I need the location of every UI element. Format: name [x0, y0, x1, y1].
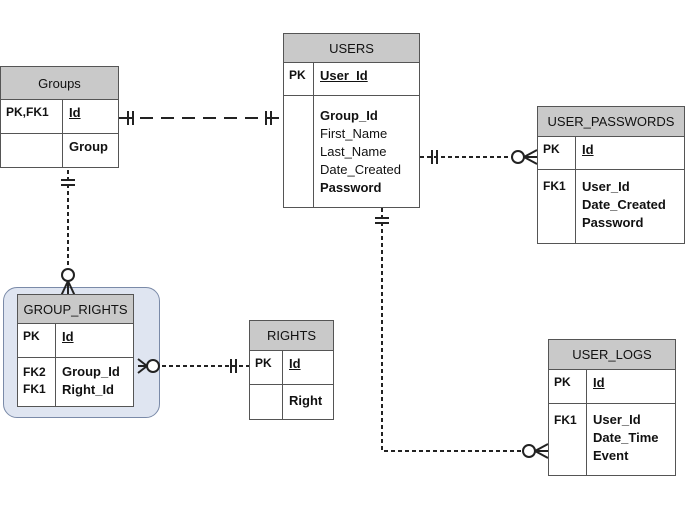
field-label: Right: [289, 393, 323, 408]
field-label: Password: [320, 180, 382, 195]
field-label: Id: [69, 105, 81, 120]
key-column: FK1: [549, 404, 587, 475]
entity-pk-row: PK Id: [18, 324, 133, 357]
entity-attr-row: Group: [1, 133, 118, 167]
entity-user-logs[interactable]: USER_LOGS PK Id FK1 User_Id Date_Time Ev…: [548, 339, 676, 476]
field-label: User_Id: [320, 68, 368, 83]
key-column: PK: [549, 370, 587, 403]
field-label: First_Name: [320, 126, 388, 141]
field-label: Password: [582, 215, 644, 230]
key-label: PK: [255, 356, 272, 370]
entity-group-rights[interactable]: GROUP_RIGHTS PK Id FK2 FK1 Group_Id Righ…: [17, 294, 134, 407]
entity-title: GROUP_RIGHTS: [18, 295, 133, 324]
field-label: Id: [62, 329, 74, 344]
field-label: User_Id: [593, 412, 641, 427]
field-label: Id: [582, 142, 594, 157]
rel-rights-grouprights-crow: [137, 365, 148, 374]
field-column: Group_Id First_Name Last_Name Date_Creat…: [314, 96, 407, 207]
key-label: PK: [23, 329, 40, 343]
key-label: FK2: [23, 365, 46, 379]
field-label: User_Id: [582, 179, 630, 194]
entity-title: USER_LOGS: [549, 340, 675, 370]
field-label: Date_Created: [320, 162, 401, 177]
entity-rights[interactable]: RIGHTS PK Id Right: [249, 320, 334, 420]
key-label: PK: [554, 375, 571, 389]
field-column: Group_Id Right_Id: [56, 358, 126, 406]
key-column: PK: [250, 351, 283, 384]
field-label: Group_Id: [62, 364, 120, 379]
key-label: PK: [289, 68, 306, 82]
rel-users-logs-crow: [534, 450, 549, 459]
key-column: PK,FK1: [1, 100, 63, 133]
rel-users-logs-crow: [534, 443, 549, 452]
field-label: Date_Created: [582, 197, 666, 212]
entity-attr-row: Right: [250, 384, 333, 419]
rel-rights-grouprights-zero: [146, 359, 160, 373]
key-column: PK: [284, 63, 314, 95]
field-column: Id: [63, 100, 87, 133]
entity-attr-row: FK1 User_Id Date_Created Password: [538, 169, 684, 243]
key-column: PK: [18, 324, 56, 357]
key-label: FK1: [23, 382, 46, 396]
key-column: PK: [538, 137, 576, 169]
rel-users-passwords-crow: [523, 149, 538, 158]
entity-title: Groups: [1, 67, 118, 100]
key-column: FK1: [538, 170, 576, 243]
entity-attr-row: Group_Id First_Name Last_Name Date_Creat…: [284, 95, 419, 207]
key-label: PK,FK1: [6, 105, 49, 119]
field-column: Id: [576, 137, 600, 169]
key-column: [284, 96, 314, 207]
entity-attr-row: FK2 FK1 Group_Id Right_Id: [18, 357, 133, 406]
key-label: PK: [543, 142, 560, 156]
field-label: Date_Time: [593, 430, 659, 445]
field-label: Right_Id: [62, 382, 114, 397]
field-column: User_Id: [314, 63, 374, 95]
key-label: FK1: [554, 413, 577, 427]
field-column: Id: [283, 351, 307, 384]
rel-rights-grouprights-crow: [137, 358, 148, 367]
entity-user-passwords[interactable]: USER_PASSWORDS PK Id FK1 User_Id Date_Cr…: [537, 106, 685, 244]
key-column: [250, 385, 283, 419]
entity-pk-row: PK Id: [549, 370, 675, 403]
field-column: Right: [283, 385, 328, 419]
entity-title: USER_PASSWORDS: [538, 107, 684, 137]
field-label: Event: [593, 448, 629, 463]
field-label: Group: [69, 139, 108, 154]
rel-groups-grouprights-crow: [67, 280, 76, 297]
rel-groups-grouprights-zero: [61, 268, 75, 282]
entity-attr-row: FK1 User_Id Date_Time Event: [549, 403, 675, 475]
entity-title: USERS: [284, 34, 419, 63]
field-label: Id: [593, 375, 605, 390]
field-column: Id: [56, 324, 80, 357]
key-column: [1, 134, 63, 167]
rel-users-passwords-zero: [511, 150, 525, 164]
field-column: User_Id Date_Time Event: [587, 404, 665, 475]
entity-groups[interactable]: Groups PK,FK1 Id Group: [0, 66, 119, 168]
key-label: FK1: [543, 179, 566, 193]
rel-users-passwords-crow: [523, 156, 538, 165]
rel-groups-grouprights-crow: [60, 280, 69, 297]
rel-users-logs-zero: [522, 444, 536, 458]
entity-pk-row: PK Id: [538, 137, 684, 169]
rel-users-logs: [381, 208, 522, 452]
field-column: User_Id Date_Created Password: [576, 170, 672, 243]
entity-users[interactable]: USERS PK User_Id Group_Id First_Name Las…: [283, 33, 420, 208]
entity-pk-row: PK,FK1 Id: [1, 100, 118, 133]
field-label: Last_Name: [320, 144, 387, 159]
key-column: FK2 FK1: [18, 358, 56, 406]
field-label: Group_Id: [320, 108, 378, 123]
field-label: Id: [289, 356, 301, 371]
entity-title: RIGHTS: [250, 321, 333, 351]
entity-pk-row: PK Id: [250, 351, 333, 384]
field-column: Id: [587, 370, 611, 403]
entity-pk-row: PK User_Id: [284, 63, 419, 95]
field-column: Group: [63, 134, 114, 167]
